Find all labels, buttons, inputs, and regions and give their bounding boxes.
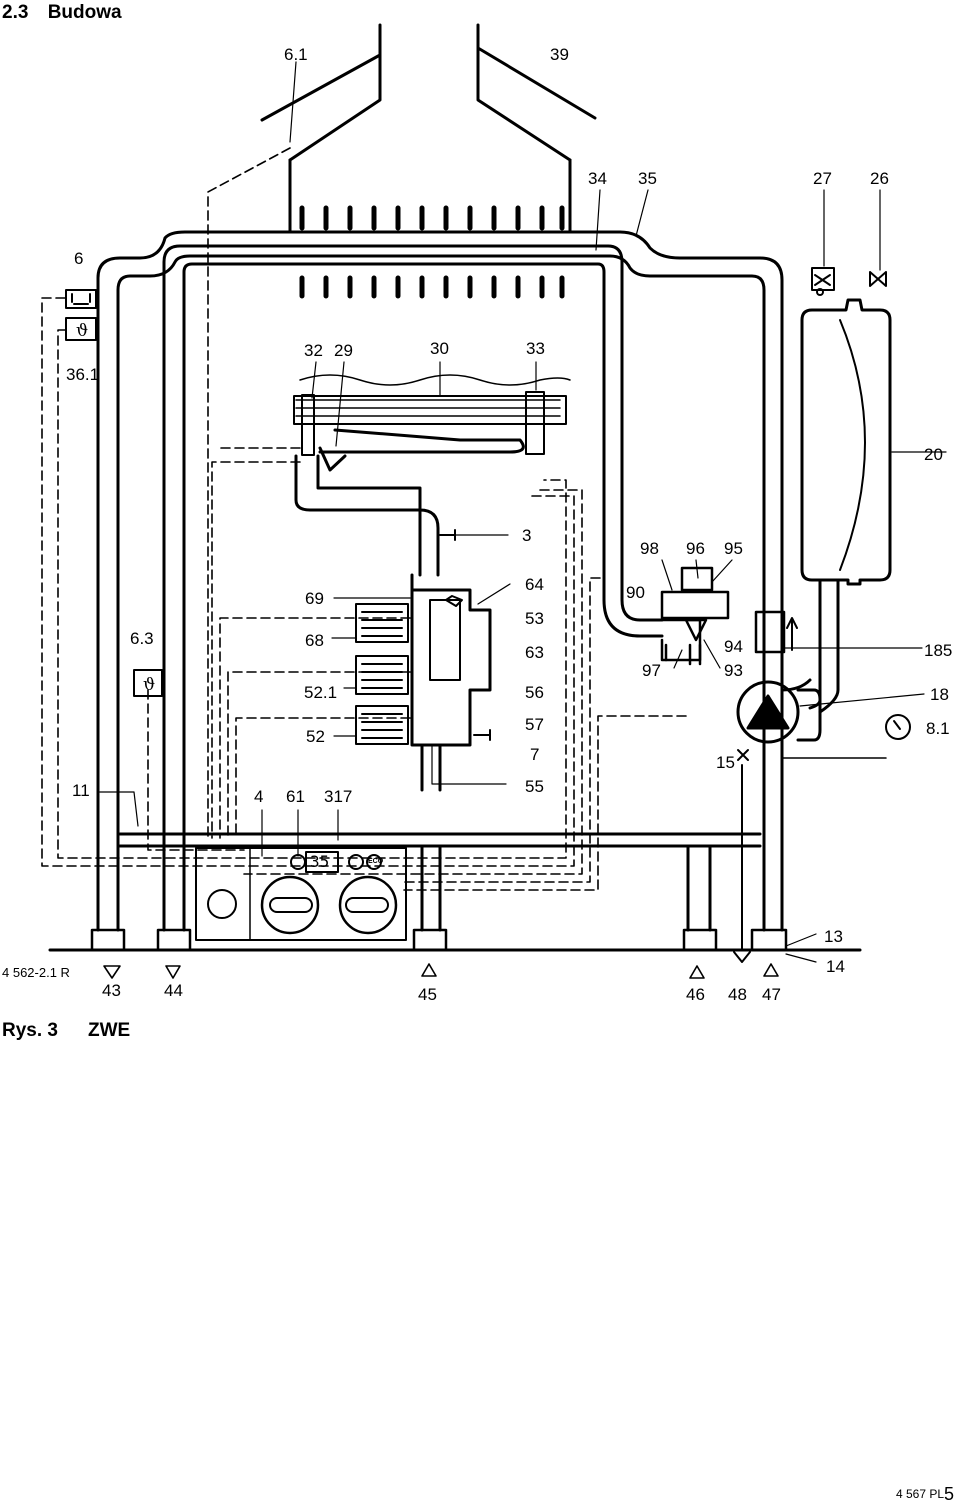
- drawing-code: 4 562-2.1 R: [2, 965, 70, 980]
- page-number: 5: [944, 1484, 955, 1504]
- section-title: Budowa: [47, 2, 122, 23]
- label-15: 15: [716, 753, 735, 772]
- label-14: 14: [826, 957, 845, 976]
- label-45: 45: [418, 985, 437, 1004]
- leader-lines: [99, 61, 947, 963]
- safety-valve-26: [869, 271, 887, 287]
- boiler-schematic: ϑ ϑ: [41, 23, 947, 979]
- label-52: 52: [306, 727, 325, 746]
- label-43: 43: [102, 981, 121, 1000]
- panel-display: 35: [310, 852, 330, 871]
- label-44: 44: [164, 981, 183, 1000]
- burner-bars: [355, 603, 409, 745]
- label-93: 93: [724, 661, 743, 680]
- expansion-vessel: [780, 298, 892, 714]
- label-7: 7: [530, 745, 540, 764]
- label-6-1: 6.1: [284, 45, 308, 64]
- svg-text:ϑ: ϑ: [76, 321, 88, 341]
- gas-valve: [410, 529, 492, 792]
- figure-number: Rys. 3: [2, 1020, 58, 1041]
- label-185: 185: [924, 641, 953, 660]
- label-34: 34: [588, 169, 607, 188]
- label-90: 90: [626, 583, 645, 602]
- control-panel: [195, 847, 407, 941]
- label-32: 32: [304, 341, 323, 360]
- label-6-3: 6.3: [130, 629, 154, 648]
- label-57: 57: [525, 715, 544, 734]
- flow-arrow-icon: [786, 617, 798, 651]
- label-33: 33: [526, 339, 545, 358]
- label-46: 46: [686, 985, 705, 1004]
- label-27: 27: [813, 169, 832, 188]
- label-68: 68: [305, 631, 324, 650]
- label-30: 30: [430, 339, 449, 358]
- label-55: 55: [525, 777, 544, 796]
- label-3: 3: [522, 526, 532, 545]
- label-36-1: 36.1: [66, 365, 100, 384]
- pump: [736, 680, 822, 744]
- svg-text:ϑ: ϑ: [143, 675, 155, 695]
- flue-hood: [260, 23, 597, 234]
- pressure-gauge: [781, 714, 911, 759]
- label-52-1: 52.1: [304, 683, 338, 702]
- label-20: 20: [924, 445, 943, 464]
- air-vent-27: [811, 267, 835, 296]
- sensor-36-1: ϑ: [65, 317, 97, 341]
- flow-sensor: [754, 610, 786, 654]
- label-6: 6: [74, 249, 84, 268]
- label-26: 26: [870, 169, 889, 188]
- label-4: 4: [254, 787, 264, 806]
- label-317: 317: [324, 787, 353, 806]
- section-number: 2.3: [2, 2, 29, 23]
- label-98: 98: [640, 539, 659, 558]
- base-rails: [48, 832, 862, 952]
- heat-exchanger-fins: [299, 205, 565, 299]
- label-64: 64: [525, 575, 544, 594]
- label-13: 13: [824, 927, 843, 946]
- label-97: 97: [642, 661, 661, 680]
- label-47: 47: [762, 985, 781, 1004]
- label-48: 48: [728, 985, 747, 1004]
- label-11: 11: [72, 781, 90, 800]
- label-35: 35: [638, 169, 657, 188]
- label-63: 63: [525, 643, 544, 662]
- diverter-valve: [638, 566, 730, 666]
- label-61: 61: [286, 787, 305, 806]
- figure-model: ZWE: [88, 1020, 131, 1041]
- burner: [293, 374, 571, 577]
- label-94: 94: [724, 637, 743, 656]
- label-29: 29: [334, 341, 353, 360]
- relief-valve: [733, 749, 751, 963]
- sensor-6: [65, 289, 97, 309]
- label-18: 18: [930, 685, 949, 704]
- label-56: 56: [525, 683, 544, 702]
- section-heading: 2.3 Budowa: [2, 2, 122, 24]
- connection-markers: [103, 963, 779, 979]
- label-95: 95: [724, 539, 743, 558]
- eco-label: ECO: [368, 858, 384, 865]
- heat-exchanger-pipe: [96, 230, 784, 932]
- label-39: 39: [550, 45, 569, 64]
- footer-code: 4 567 PL: [896, 1487, 945, 1501]
- label-69: 69: [305, 589, 324, 608]
- label-8-1: 8.1: [926, 719, 950, 738]
- label-53: 53: [525, 609, 544, 628]
- wiring: [41, 147, 687, 891]
- label-96: 96: [686, 539, 705, 558]
